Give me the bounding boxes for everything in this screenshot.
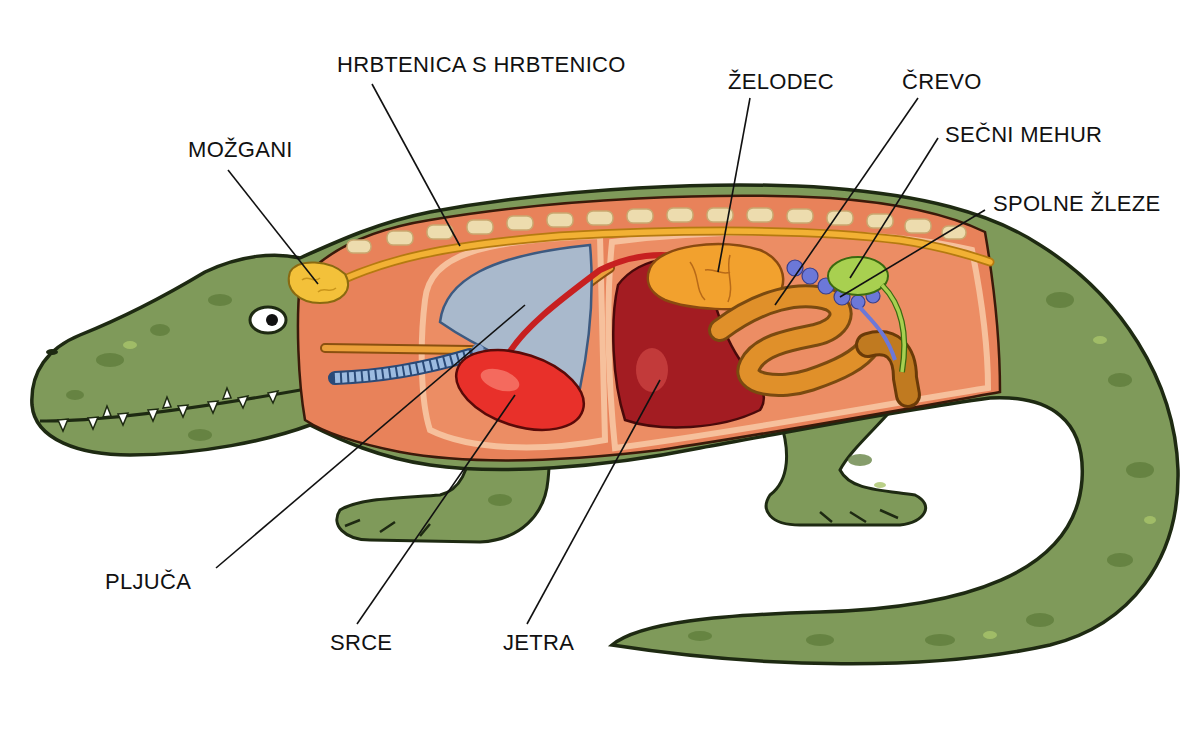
mouth-line xyxy=(40,388,312,421)
vertebra xyxy=(547,213,573,227)
vertebra xyxy=(667,208,693,222)
tooth xyxy=(58,419,68,431)
skin-spot xyxy=(1026,613,1054,627)
heart xyxy=(446,335,594,444)
skin-highlight xyxy=(1144,516,1156,524)
leader-line xyxy=(357,395,515,624)
leader-line xyxy=(850,138,938,278)
intestine xyxy=(720,296,870,385)
tooth xyxy=(238,396,248,408)
tooth xyxy=(103,406,111,417)
skin-spot xyxy=(806,634,834,646)
vertebra xyxy=(627,209,653,223)
bladder xyxy=(828,257,888,295)
organ-label: SEČNI MEHUR xyxy=(945,122,1102,148)
body-section xyxy=(298,196,1000,461)
leader-line xyxy=(840,210,985,297)
brain-folds xyxy=(302,278,336,292)
skin-spot xyxy=(96,353,124,367)
leader-line xyxy=(527,380,660,624)
tooth xyxy=(268,391,278,403)
skin-spot xyxy=(208,294,232,306)
organ-label: MOŽGANI xyxy=(188,137,293,163)
vertebra xyxy=(587,211,613,225)
vertebra xyxy=(747,208,773,222)
skin-spot xyxy=(150,324,170,336)
organ-label: HRBTENICA S HRBTENICO xyxy=(337,52,626,78)
nostril xyxy=(46,349,58,355)
eye xyxy=(250,307,286,333)
skin-spot xyxy=(1108,373,1132,387)
tooth xyxy=(88,417,98,429)
front-claws xyxy=(345,520,430,536)
leader-line xyxy=(372,84,460,246)
organ-label: JETRA xyxy=(503,630,574,656)
skin-spot xyxy=(66,390,84,400)
tooth xyxy=(118,413,128,425)
gonad-lobe xyxy=(802,268,818,284)
skin-spot xyxy=(688,631,712,641)
vertebra xyxy=(387,231,413,245)
trachea xyxy=(335,355,470,378)
leader-line xyxy=(228,170,318,284)
teeth xyxy=(58,388,278,431)
trachea-rings xyxy=(335,355,470,378)
gonad-duct xyxy=(858,305,895,360)
vertebra xyxy=(787,209,813,223)
skin-spot xyxy=(188,429,212,441)
skin-spot xyxy=(1107,553,1133,567)
back-claws xyxy=(820,510,898,522)
leader-line xyxy=(216,305,525,568)
skin-spot xyxy=(1126,462,1154,478)
tooth xyxy=(163,397,171,408)
leader-lines xyxy=(216,84,985,624)
bladder-duct-fill xyxy=(882,285,904,372)
vertebra xyxy=(347,240,371,253)
vertebra xyxy=(507,216,533,230)
stomach-folds xyxy=(690,255,731,302)
tooth xyxy=(148,409,158,421)
bladder-duct xyxy=(882,285,904,372)
organ-label: ŽELODEC xyxy=(728,69,834,95)
skin-spot xyxy=(925,634,955,646)
skin-spot xyxy=(488,494,512,506)
leader-line xyxy=(775,98,918,305)
leader-line xyxy=(718,98,750,272)
skin-highlight xyxy=(983,631,997,639)
tooth xyxy=(223,388,231,399)
skin-highlight xyxy=(1093,336,1107,344)
organ-label: PLJUČA xyxy=(105,569,191,595)
skin-spot xyxy=(1046,292,1074,308)
organ-label: SPOLNE ŽLEZE xyxy=(993,191,1160,217)
organ-label: SRCE xyxy=(330,630,392,656)
heart-highlight xyxy=(478,364,522,395)
organ-label: ČREVO xyxy=(902,69,982,95)
skin-highlight xyxy=(123,341,137,349)
tooth xyxy=(178,405,188,417)
brain xyxy=(289,262,348,303)
crocodile-body xyxy=(32,185,1178,664)
skin-spot xyxy=(848,454,872,466)
liver-highlight xyxy=(636,348,668,392)
abdominal-cavity xyxy=(608,232,988,448)
pupil xyxy=(266,314,278,326)
skin-highlight xyxy=(874,482,886,488)
vertebra xyxy=(467,220,493,234)
vertebra xyxy=(905,219,931,233)
tooth xyxy=(208,401,218,413)
intestine-outline xyxy=(720,296,870,385)
